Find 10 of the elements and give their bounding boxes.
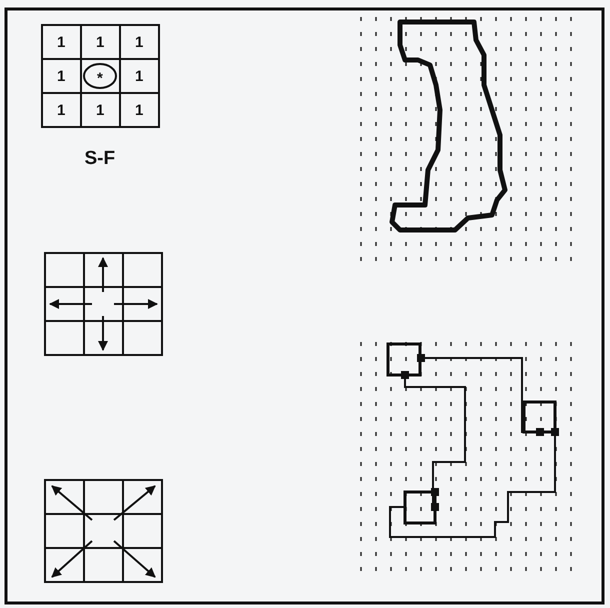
center-mark: *: [97, 70, 103, 86]
weight-value: 1: [96, 34, 104, 50]
weight-value: 1: [57, 68, 66, 84]
weight-value: 1: [57, 102, 66, 118]
weight-value: 1: [135, 34, 144, 50]
weight-value: 1: [57, 34, 66, 50]
mask-label: S-F: [84, 150, 116, 166]
weight-value: 1: [135, 68, 144, 84]
weight-value: 1: [135, 102, 144, 118]
weight-value: 1: [96, 102, 104, 118]
